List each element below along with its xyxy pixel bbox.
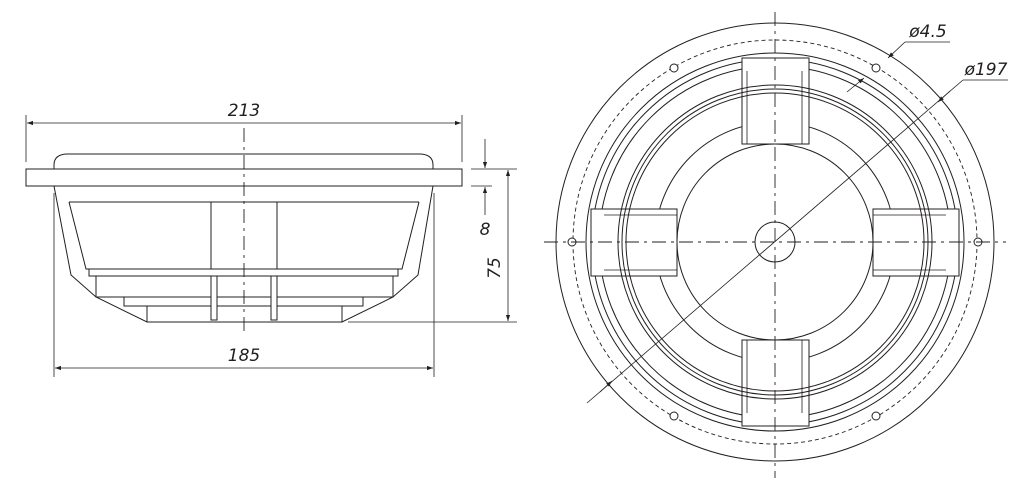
diameter-line [586, 79, 964, 404]
bottom-plate [123, 296, 364, 307]
dimension-label-213: 213 [228, 101, 260, 121]
top-plate [88, 268, 399, 277]
leader-arrow [599, 380, 613, 393]
post-left [210, 275, 218, 321]
mounting-hole [871, 411, 881, 421]
spoke-top [741, 57, 810, 145]
leader-arrow [887, 41, 906, 59]
leader-arrow [846, 77, 865, 93]
mounting-hole [871, 63, 881, 73]
dimension-label-hole: ø4.5 [908, 22, 946, 42]
back-plate [146, 305, 343, 323]
spoke-left [590, 208, 678, 277]
post-right [270, 275, 278, 321]
spoke-bottom [741, 339, 810, 427]
magnet [95, 275, 394, 298]
dimension-label-75: 75 [485, 257, 505, 279]
spoke-right [872, 208, 960, 277]
surround-dome [53, 153, 434, 169]
leader-arrow [937, 90, 951, 103]
dimension-label-diameter: ø197 [964, 60, 1008, 80]
dimension-label-185: 185 [228, 346, 260, 366]
side-view: 213 185 8 75 [25, 101, 517, 377]
dimension-label-8: 8 [480, 220, 491, 240]
spoke-inner-lines [604, 71, 946, 413]
front-view: ø4.5 ø197 [544, 12, 1008, 478]
mounting-hole [669, 63, 679, 73]
mounting-hole [669, 411, 679, 421]
